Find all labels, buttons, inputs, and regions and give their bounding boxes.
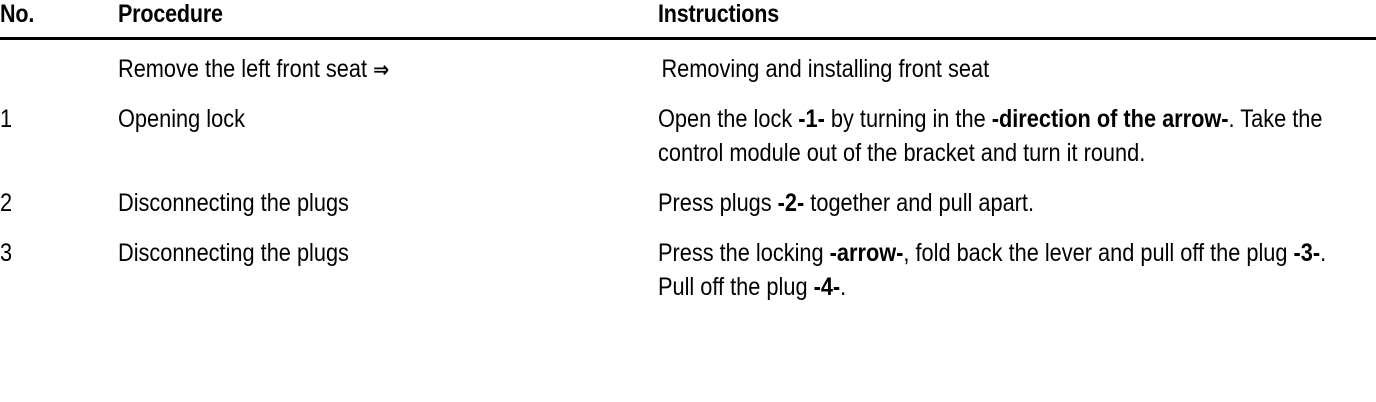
table-header-row: No. Procedure Instructions — [0, 0, 1376, 40]
instruction-emphasis: -4- — [813, 273, 841, 301]
procedure-text: Opening lock — [118, 105, 245, 133]
instruction-run: Open the lock — [658, 105, 799, 133]
cell-no: 3 — [0, 220, 118, 304]
table-row: 2 Disconnecting the plugs Press plugs -2… — [0, 170, 1376, 220]
instruction-run: Removing and installing front seat — [661, 55, 990, 83]
row-number: 3 — [0, 239, 13, 267]
instruction-run: Press the locking — [658, 239, 830, 267]
table-body: Remove the left front seat ⇒ Removing an… — [0, 39, 1376, 305]
instruction-emphasis: -2- — [777, 189, 805, 217]
instruction-text: Removing and installing front seat — [658, 52, 1376, 86]
cell-instructions: Removing and installing front seat — [658, 39, 1376, 89]
column-header-instructions-label: Instructions — [658, 0, 779, 28]
cell-procedure: Disconnecting the plugs — [118, 170, 658, 220]
column-header-instructions: Instructions — [658, 0, 1376, 40]
instruction-run: together and pull apart. — [804, 189, 1035, 217]
instruction-emphasis: -direction of the arrow- — [991, 105, 1229, 133]
cell-instructions: Open the lock -1- by turning in the -dir… — [658, 88, 1376, 170]
cell-instructions: Press the locking -arrow-, fold back the… — [658, 220, 1376, 304]
column-header-no: No. — [0, 0, 118, 40]
procedure-text: Disconnecting the plugs — [118, 189, 349, 217]
table-row: 3 Disconnecting the plugs Press the lock… — [0, 220, 1376, 304]
instruction-run: . — [840, 273, 847, 301]
procedure-text: Remove the left front seat ⇒ — [118, 52, 658, 88]
row-number: 1 — [0, 105, 13, 133]
procedure-table: No. Procedure Instructions Remove the le… — [0, 0, 1376, 305]
instruction-text: Press plugs -2- together and pull apart. — [658, 186, 1376, 220]
instruction-run: by turning in the — [824, 105, 992, 133]
column-header-no-label: No. — [0, 0, 35, 28]
column-header-procedure-label: Procedure — [118, 0, 223, 28]
instruction-run: Press plugs — [658, 189, 778, 217]
instruction-emphasis: -1- — [798, 105, 825, 133]
cell-no — [0, 39, 118, 89]
instruction-emphasis: -arrow- — [829, 239, 904, 267]
instruction-run: , fold back the lever and pull off the p… — [903, 239, 1294, 267]
table-row: 1 Opening lock Open the lock -1- by turn… — [0, 88, 1376, 170]
cell-no: 2 — [0, 170, 118, 220]
cell-procedure: Opening lock — [118, 88, 658, 170]
procedure-text: Disconnecting the plugs — [118, 239, 349, 267]
cell-procedure: Remove the left front seat ⇒ — [118, 39, 658, 89]
instruction-run: . Take the control module out of the bra… — [658, 105, 1323, 167]
instruction-emphasis: -3- — [1293, 239, 1321, 267]
procedure-label: Remove the left front seat — [118, 55, 374, 83]
table-row: Remove the left front seat ⇒ Removing an… — [0, 39, 1376, 89]
table-header: No. Procedure Instructions — [0, 0, 1376, 40]
cell-no: 1 — [0, 88, 118, 170]
cell-procedure: Disconnecting the plugs — [118, 220, 658, 304]
instruction-run: Pull off the plug — [658, 273, 814, 301]
cell-instructions: Press plugs -2- together and pull apart. — [658, 170, 1376, 220]
instruction-text: Press the locking -arrow-, fold back the… — [658, 236, 1376, 304]
double-arrow-icon: ⇒ — [373, 58, 390, 83]
row-number: 2 — [0, 189, 13, 217]
column-header-procedure: Procedure — [118, 0, 658, 40]
instruction-run: . — [1320, 239, 1327, 267]
instruction-text: Open the lock -1- by turning in the -dir… — [658, 102, 1376, 170]
